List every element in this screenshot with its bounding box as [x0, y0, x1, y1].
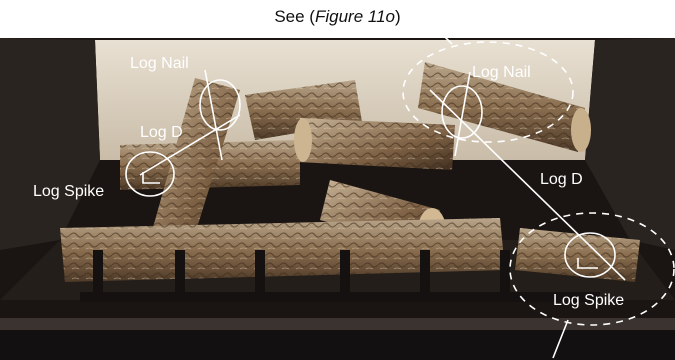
label-log-nail-right: Log Nail	[472, 64, 531, 81]
label-log-d-left: Log D	[140, 124, 183, 141]
front-frame-base	[0, 330, 675, 360]
log-center-horizontal	[294, 118, 455, 170]
label-log-spike-right: Log Spike	[553, 292, 624, 309]
front-frame-bar	[0, 318, 675, 330]
label-log-spike-left: Log Spike	[33, 183, 104, 200]
label-log-d-right: Log D	[540, 171, 583, 188]
label-log-nail-left: Log Nail	[130, 55, 189, 72]
